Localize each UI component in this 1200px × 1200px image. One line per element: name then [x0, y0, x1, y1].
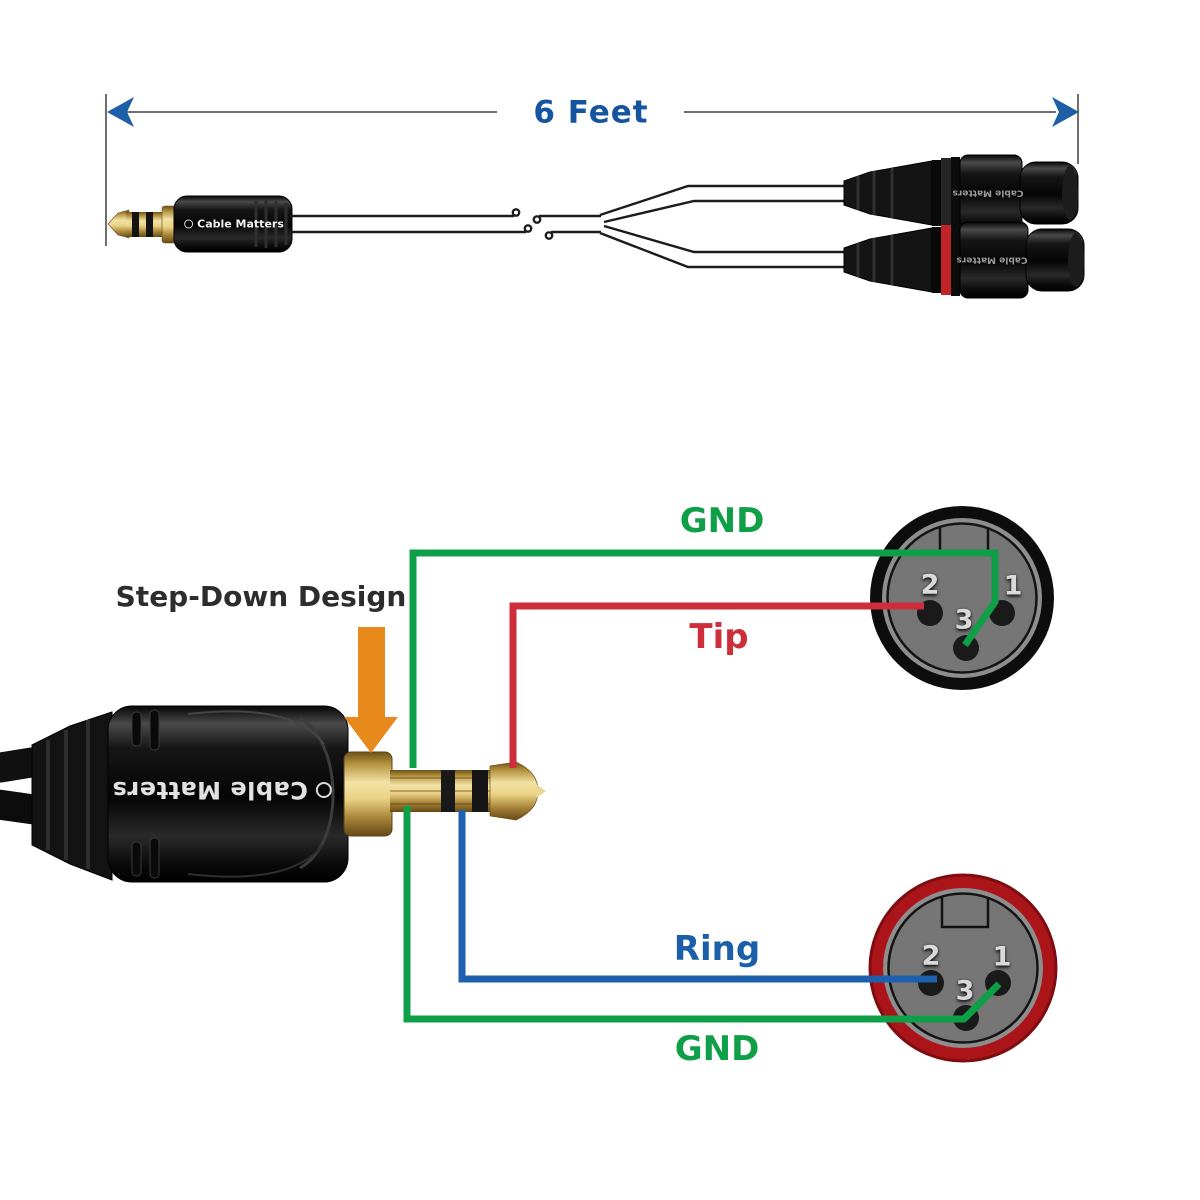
tip-wire — [509, 602, 924, 768]
ring-wire — [458, 810, 937, 983]
length-label: 6 Feet — [533, 94, 649, 131]
xlr-top-pin1-label: 1 — [1003, 570, 1023, 602]
ring-label: Ring — [673, 929, 761, 969]
brand-mark-top-plug: Cable Matters — [184, 219, 284, 230]
tip-label: Tip — [689, 617, 749, 657]
xlr-photo-red — [843, 221, 1085, 299]
xlr-bottom-pin3-label: 3 — [955, 975, 975, 1007]
step-down-label: Step-Down Design — [115, 580, 407, 613]
right-arrowhead-icon — [1052, 97, 1079, 127]
mini-plug-photo — [107, 195, 293, 253]
dimension-line — [105, 94, 1079, 246]
xlr-top-pin3-label: 3 — [954, 604, 974, 636]
left-arrowhead-icon — [107, 97, 134, 127]
xlr-face-top — [870, 506, 1054, 690]
cable-run — [290, 184, 845, 269]
brand-text: Cable Matters — [956, 254, 1028, 265]
cable-matters-logo-icon — [184, 219, 194, 229]
xlr-bottom-pin2-label: 2 — [921, 940, 941, 972]
brand-mark-big-plug: Cable Matters — [112, 776, 332, 804]
gnd-top-label: GND — [679, 501, 765, 541]
xlr-top-pin2-label: 2 — [920, 569, 940, 601]
brand-mark-xlr-red: Cable Matters — [956, 254, 1028, 265]
xlr-face-bottom — [868, 873, 1058, 1063]
xlr-bottom-pin1-label: 1 — [992, 941, 1012, 973]
gnd-bottom-label: GND — [674, 1029, 760, 1069]
gnd-top-wire — [409, 549, 999, 768]
xlr-photo-black — [843, 154, 1079, 232]
brand-text: Cable Matters — [952, 187, 1024, 198]
brand-mark-xlr-black: Cable Matters — [952, 187, 1024, 198]
brand-text: Cable Matters — [112, 776, 308, 804]
brand-text: Cable Matters — [197, 217, 284, 231]
plug-photo — [0, 705, 546, 883]
step-down-arrow-icon — [344, 627, 398, 753]
gnd-bottom-wire — [403, 806, 1002, 1023]
cable-matters-logo-icon — [315, 782, 332, 798]
